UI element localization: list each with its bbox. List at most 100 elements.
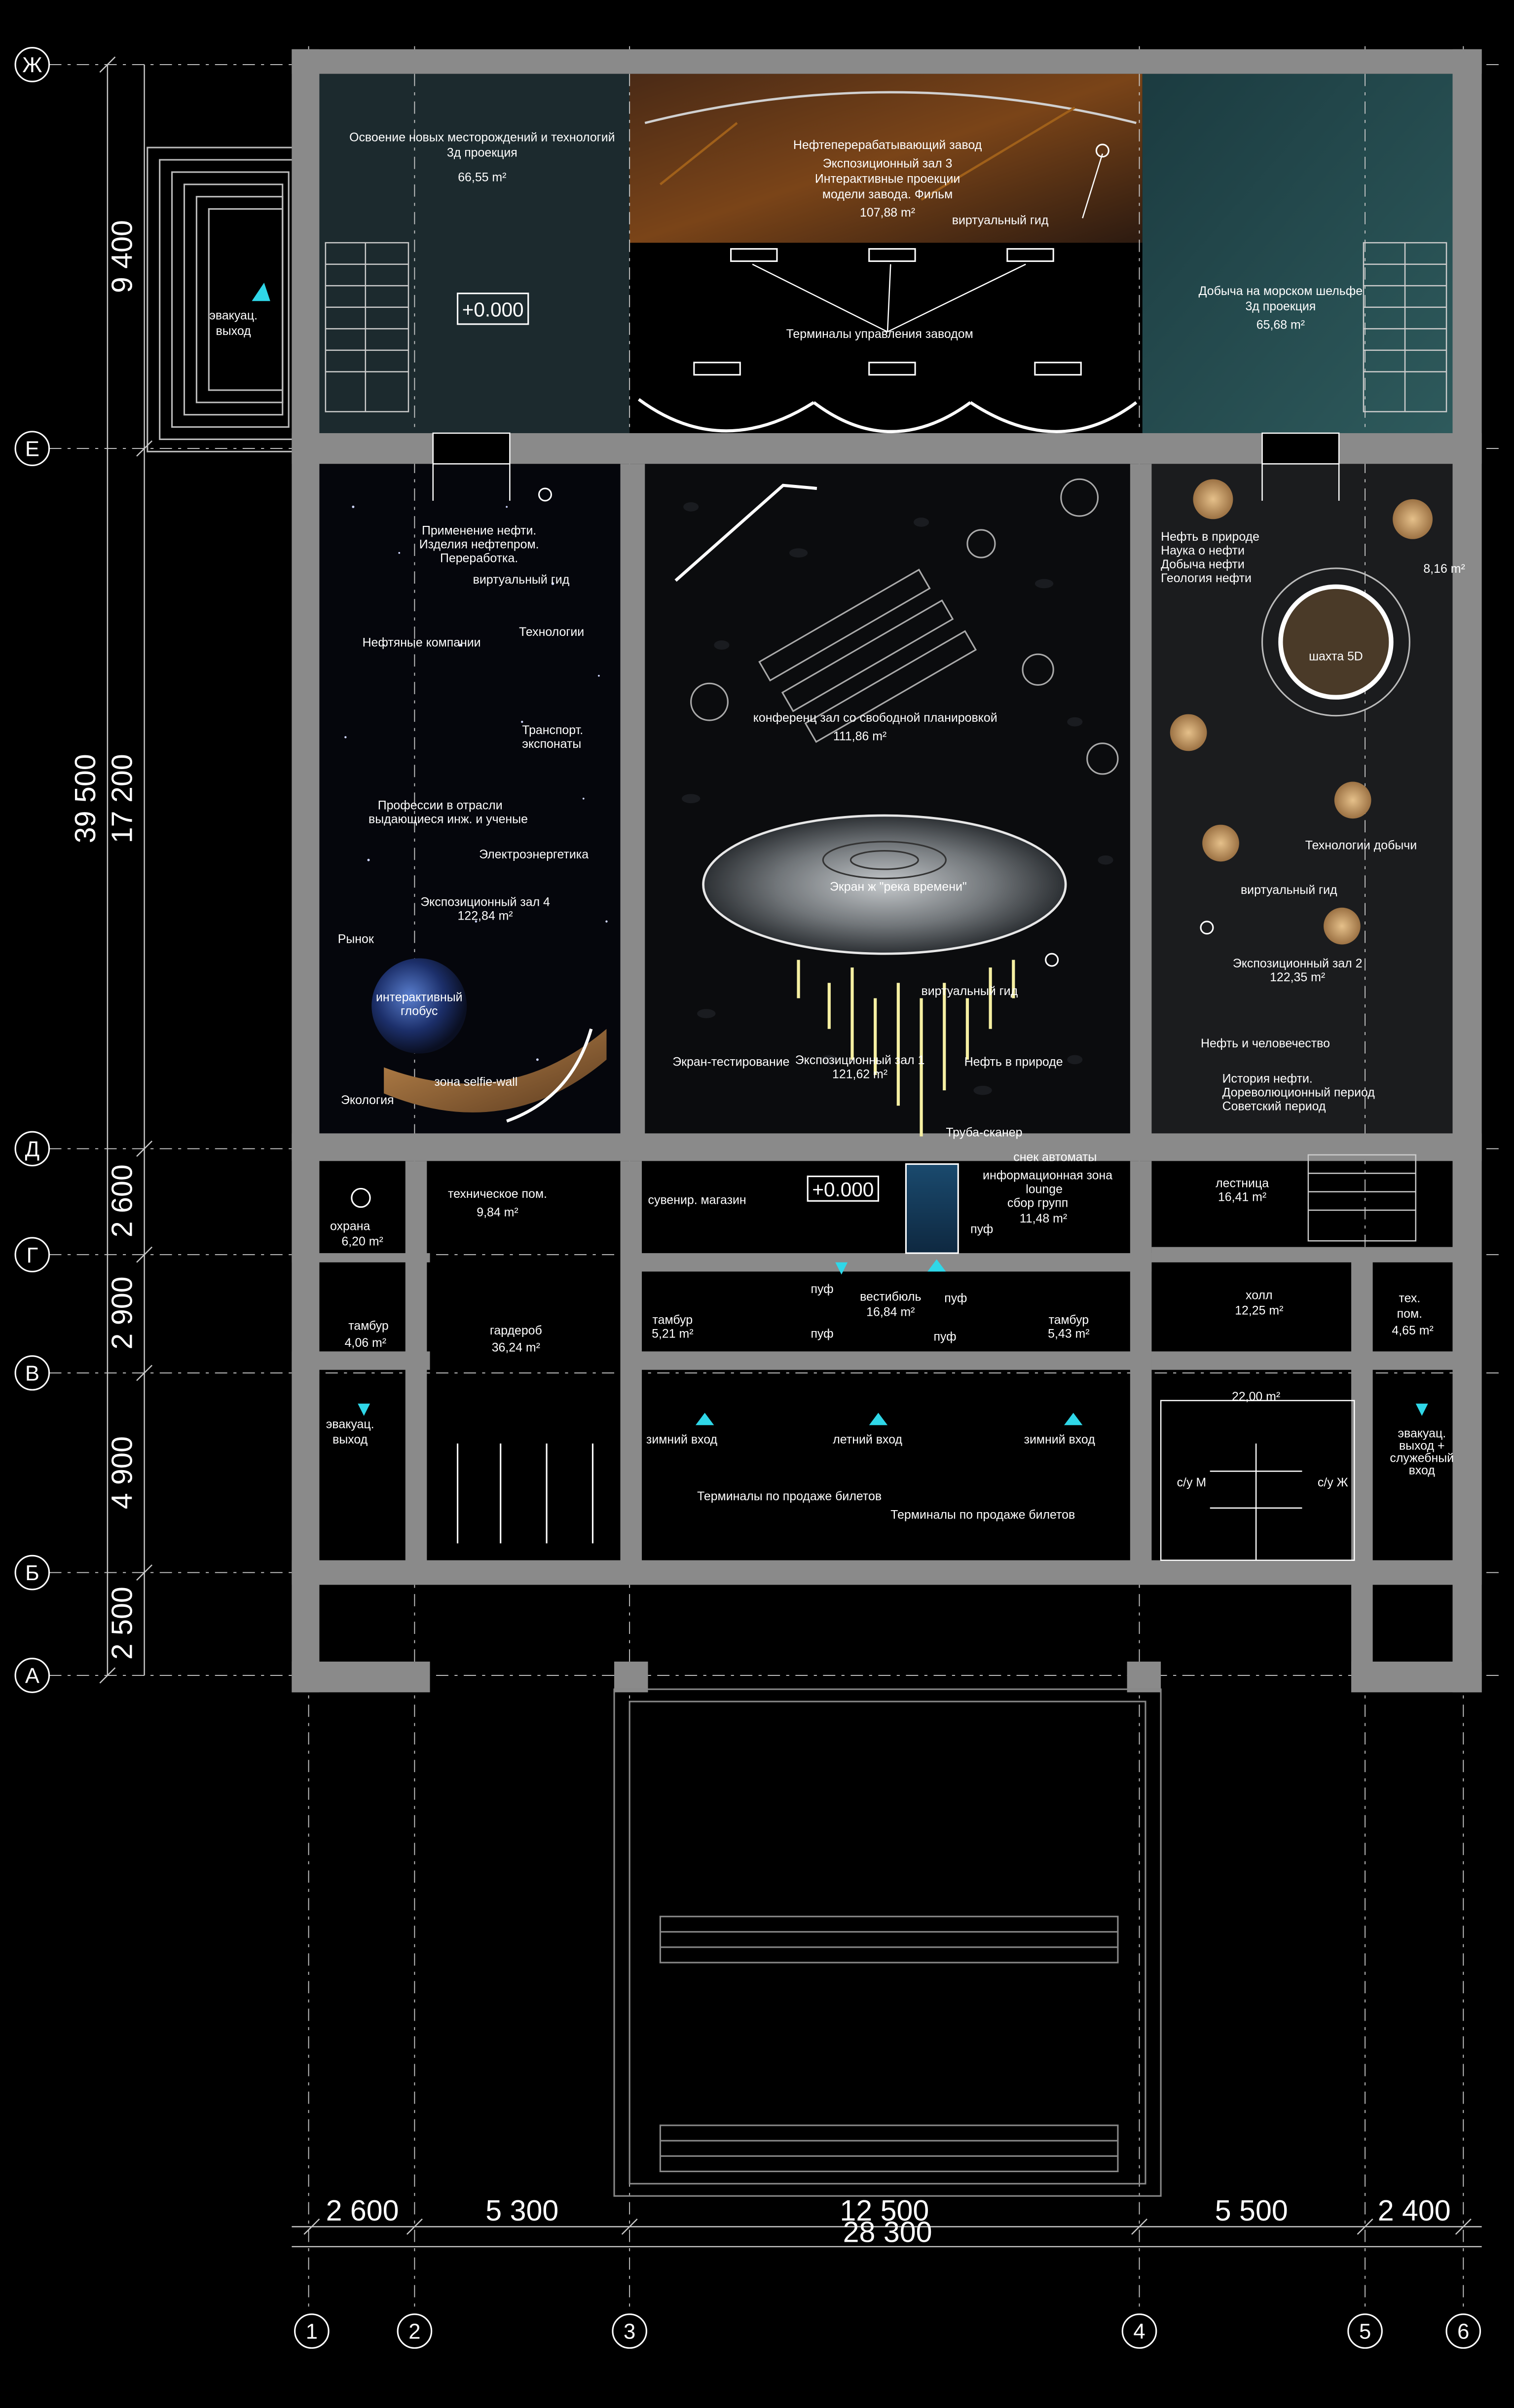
hall-4: Применение нефти. Изделия нефтепром. Пер… xyxy=(338,487,589,1107)
left-dimension-line xyxy=(99,56,153,1684)
wc-area: 22,00 m² xyxy=(1232,1390,1280,1404)
evac-arrow-icon xyxy=(252,282,270,301)
hall4-application-l1: Применение нефти. xyxy=(422,523,536,537)
evac-bl-l2: выход xyxy=(332,1433,368,1446)
tickets-1: Терминалы по продаже билетов xyxy=(697,1489,882,1503)
interactive-globe[interactable] xyxy=(371,958,467,1054)
zone-refinery-area: 107,88 m² xyxy=(860,206,915,220)
lower-rooms-left: охрана 6,20 m² техническое пом. 9,84 m² … xyxy=(330,1187,547,1354)
zone-offshore-area: 65,68 m² xyxy=(1256,318,1305,332)
hall4-guide: виртуальный гид xyxy=(473,573,570,587)
globe-l2: глобус xyxy=(401,1004,438,1018)
hall2-name: Экспозиционный зал 2 xyxy=(1233,957,1363,970)
evac-bl-l1: эвакуац. xyxy=(326,1417,374,1431)
tambour-b-area: 5,43 m² xyxy=(1048,1327,1089,1340)
axis-label-3: 3 xyxy=(624,2320,635,2344)
hall-area: 12,25 m² xyxy=(1235,1304,1283,1318)
center-entrance: сувенир. магазин +0.000 снек автоматы ин… xyxy=(646,1150,1112,1521)
souvenir: сувенир. магазин xyxy=(648,1193,746,1207)
security-area: 6,20 m² xyxy=(341,1235,383,1249)
info-l4: сбор групп xyxy=(1007,1196,1068,1210)
pouf-2: пуф xyxy=(811,1282,833,1296)
axis-label-e: Е xyxy=(25,438,39,461)
col-axis-labels: 1 2 3 4 5 6 xyxy=(306,2320,1470,2344)
row-axis-labels: Ж Е Д Г В Б А xyxy=(22,54,42,1688)
hall2-topic-2: Наука о нефти xyxy=(1161,544,1245,557)
zone-refinery-hall: Экспозиционный зал 3 xyxy=(823,157,953,171)
factory-terminals xyxy=(693,248,1082,376)
dim-b-2400: 2 400 xyxy=(1378,2194,1451,2227)
zone-offshore-title: Добыча на морском шельфе xyxy=(1199,284,1363,298)
pouf-3: пуф xyxy=(811,1327,833,1340)
axis-label-d: Д xyxy=(25,1138,40,1161)
wc-w: с/у Ж xyxy=(1318,1476,1348,1489)
left-dimension-values: 9 400 39 500 17 200 2 600 2 900 4 900 2 … xyxy=(69,220,139,1660)
river-of-time-screen[interactable] xyxy=(702,814,1067,955)
zone-new-fields-area: 66,55 m² xyxy=(458,171,506,185)
hall2-mine-area: 8,16 m² xyxy=(1423,562,1465,576)
dim-2500: 2 500 xyxy=(106,1587,139,1660)
info-l1: снек автоматы xyxy=(1013,1150,1097,1164)
hall4-application-l3: Переработка. xyxy=(440,551,518,565)
mine-5d[interactable] xyxy=(1278,584,1394,700)
selfie-wall-zone xyxy=(384,1029,607,1112)
selfie-wall-screen xyxy=(506,1028,593,1123)
outer-steps xyxy=(147,147,302,452)
guide-robot-icon xyxy=(1095,144,1109,158)
pouf-1: пуф xyxy=(970,1223,993,1236)
pouf-5: пуф xyxy=(933,1330,956,1344)
hall4-professions-l1: Профессии в отрасли xyxy=(378,799,503,813)
hall4-transport-l2: экспонаты xyxy=(522,737,581,751)
tech-r-l1: тех. xyxy=(1399,1292,1420,1305)
curved-screens xyxy=(637,398,1138,433)
ripple-ring xyxy=(822,841,947,880)
hall4-companies: Нефтяные компании xyxy=(363,636,481,650)
axis-label-g: Г xyxy=(27,1244,38,1267)
dim-2600: 2 600 xyxy=(106,1164,139,1237)
hall2-topic-4: Геология нефти xyxy=(1161,571,1252,585)
zone-new-fields-title: Освоение новых месторождений и технологи… xyxy=(349,131,615,145)
scanner-tube[interactable] xyxy=(905,1163,959,1254)
vestibule-l-name: тамбур xyxy=(348,1319,389,1333)
walls xyxy=(292,49,1482,1693)
globe-l1: интерактивный xyxy=(376,991,463,1004)
hall1-nature: Нефть в природе xyxy=(964,1055,1063,1069)
tambour-a-area: 5,21 m² xyxy=(652,1327,693,1340)
dim-2900: 2 900 xyxy=(106,1277,139,1350)
axis-label-v: В xyxy=(25,1362,39,1385)
hall4-market: Рынок xyxy=(338,932,374,946)
conference-area: 111,86 m² xyxy=(833,730,886,743)
wc-m: с/у М xyxy=(1177,1476,1206,1489)
mine-label: шахта 5D xyxy=(1309,650,1363,664)
security-name: охрана xyxy=(330,1219,370,1233)
hall4-power: Электроэнергетика xyxy=(479,848,589,861)
winter-entry-2: зимний вход xyxy=(1024,1433,1096,1446)
dim-4900: 4 900 xyxy=(106,1436,139,1509)
zone-new-fields: Освоение новых месторождений и технологи… xyxy=(349,131,615,185)
hall1-name: Экспозиционный зал 1 xyxy=(795,1053,925,1067)
zone-refinery-l4: модели завода. Фильм xyxy=(822,187,953,201)
zone-refinery-title: Нефтеперерабатывающий завод xyxy=(793,138,982,152)
tickets-2: Терминалы по продаже билетов xyxy=(890,1508,1075,1522)
factory-terminals-label: Терминалы управления заводом xyxy=(786,327,973,341)
canopy-frame xyxy=(613,1688,1162,2197)
stairs-name: лестница xyxy=(1216,1176,1269,1190)
hall4-ecology: Экология xyxy=(341,1093,394,1107)
axis-label-b: Б xyxy=(25,1561,39,1585)
zone-new-fields-sub: 3д проекция xyxy=(447,146,517,160)
stair-top-left xyxy=(325,242,409,412)
info-l3: lounge xyxy=(1026,1183,1063,1196)
dim-b-12500: 12 500 xyxy=(840,2194,929,2227)
tambour-b-name: тамбур xyxy=(1049,1313,1089,1327)
conference-elements xyxy=(674,478,1119,775)
dim-b-5500: 5 500 xyxy=(1215,2194,1288,2227)
tech-room-area: 9,84 m² xyxy=(477,1205,518,1219)
star-field xyxy=(344,505,608,1061)
evac-r-l4: вход xyxy=(1409,1463,1436,1477)
hall2-history-1: История нефти. xyxy=(1222,1072,1313,1086)
hall1-guide: виртуальный гид xyxy=(922,984,1018,998)
level-mark-center: +0.000 xyxy=(812,1178,874,1201)
hall1-scanner: Труба-сканер xyxy=(946,1126,1022,1140)
tech-r-area: 4,65 m² xyxy=(1392,1324,1433,1337)
evac-arrow-icon xyxy=(358,1404,370,1416)
